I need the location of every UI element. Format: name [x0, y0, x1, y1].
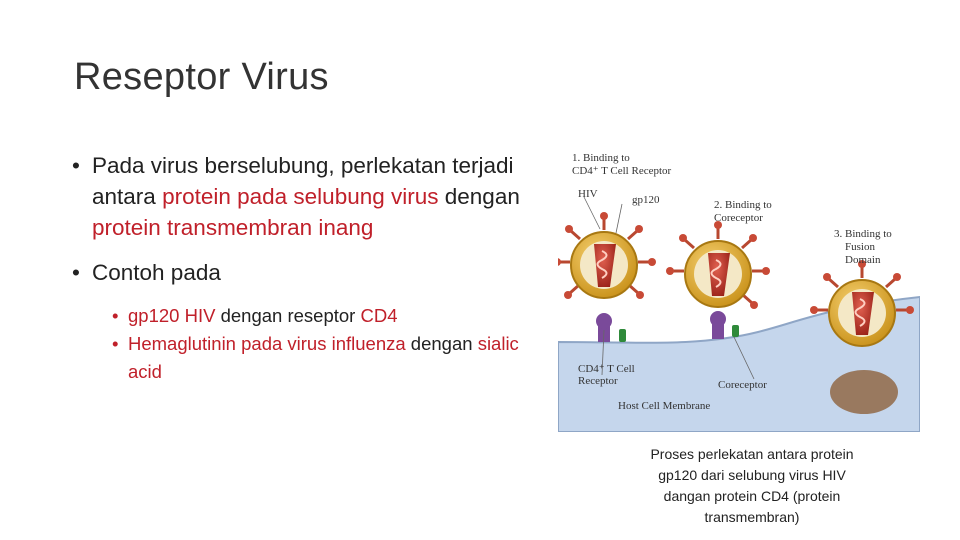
- hiv-binding-illustration: 1. Binding to CD4⁺ T Cell Receptor HIV g…: [558, 152, 920, 432]
- figure-caption: Proses perlekatan antara protein gp120 d…: [617, 444, 887, 528]
- sub-bullet-2-highlight-sialic-acid: sialic acid: [128, 333, 519, 382]
- label-step2-line2: Coreceptor: [714, 212, 763, 224]
- bullet-dot: •: [72, 260, 80, 285]
- sub-bullet-2-highlight-hemagglutinin: Hemaglutinin pada virus influenza: [128, 333, 406, 354]
- bullet-list: • Pada virus berselubung, perlekatan terj…: [72, 150, 542, 386]
- label-gp120: gp120: [632, 194, 660, 206]
- cd4-receptor-icon: [710, 311, 726, 339]
- fusion-zone: [830, 370, 898, 414]
- label-step1-line2: CD4⁺ T Cell Receptor: [572, 165, 672, 177]
- hiv-virion-icon: [558, 212, 656, 299]
- slide-title: Reseptor Virus: [74, 56, 329, 98]
- bullet-1: • Pada virus berselubung, perlekatan terj…: [72, 150, 542, 243]
- bullet-1-text-a: Pada virus berselubung, perlekatan terja…: [92, 153, 514, 209]
- bullet-1-highlight-envelope-protein: protein pada selubung virus: [162, 184, 439, 209]
- label-step1-line1: 1. Binding to: [572, 152, 630, 164]
- sub-bullet-1-highlight-gp120: gp120 HIV: [128, 305, 216, 326]
- bullet-2-text: Contoh pada: [92, 260, 221, 285]
- bullet-2: • Contoh pada: [72, 257, 542, 288]
- bullet-dot: •: [72, 153, 80, 178]
- label-coreceptor: Coreceptor: [718, 379, 767, 391]
- sub-bullet-1-highlight-cd4: CD4: [360, 305, 398, 326]
- label-hiv: HIV: [578, 188, 598, 200]
- label-step2-line1: 2. Binding to: [714, 199, 772, 211]
- label-cd4-receptor-line1: CD4⁺ T Cell: [578, 363, 635, 375]
- sub-bullet-2: • Hemaglutinin pada virus influenza denga…: [72, 330, 542, 386]
- sub-bullet-1-text: dengan reseptor: [215, 305, 361, 326]
- sub-bullet-dot: •: [112, 333, 119, 354]
- sub-bullet-1: • gp120 HIV dengan reseptor CD4: [72, 302, 542, 330]
- caption-line: gp120 dari selubung virus HIV: [658, 467, 846, 483]
- coreceptor-icon: [619, 329, 626, 342]
- hiv-virion-icon: [810, 260, 914, 347]
- sub-bullet-dot: •: [112, 305, 119, 326]
- label-host-cell-membrane: Host Cell Membrane: [618, 400, 710, 412]
- caption-line: transmembran): [704, 509, 800, 525]
- label-step3-line2: Fusion: [845, 241, 875, 253]
- bullet-1-text-b: dengan: [438, 184, 520, 209]
- bullet-1-highlight-host-protein: protein transmembran inang: [92, 215, 374, 240]
- hiv-virion-icon: [666, 221, 770, 309]
- sub-bullet-2-text: dengan: [405, 333, 478, 354]
- caption-line: Proses perlekatan antara protein: [650, 446, 854, 462]
- label-step3-line3: Domain: [845, 254, 881, 266]
- coreceptor-icon: [732, 325, 739, 337]
- label-cd4-receptor-line2: Receptor: [578, 375, 618, 387]
- label-step3-line1: 3. Binding to: [834, 228, 892, 240]
- caption-line: dangan protein CD4 (protein: [663, 488, 841, 504]
